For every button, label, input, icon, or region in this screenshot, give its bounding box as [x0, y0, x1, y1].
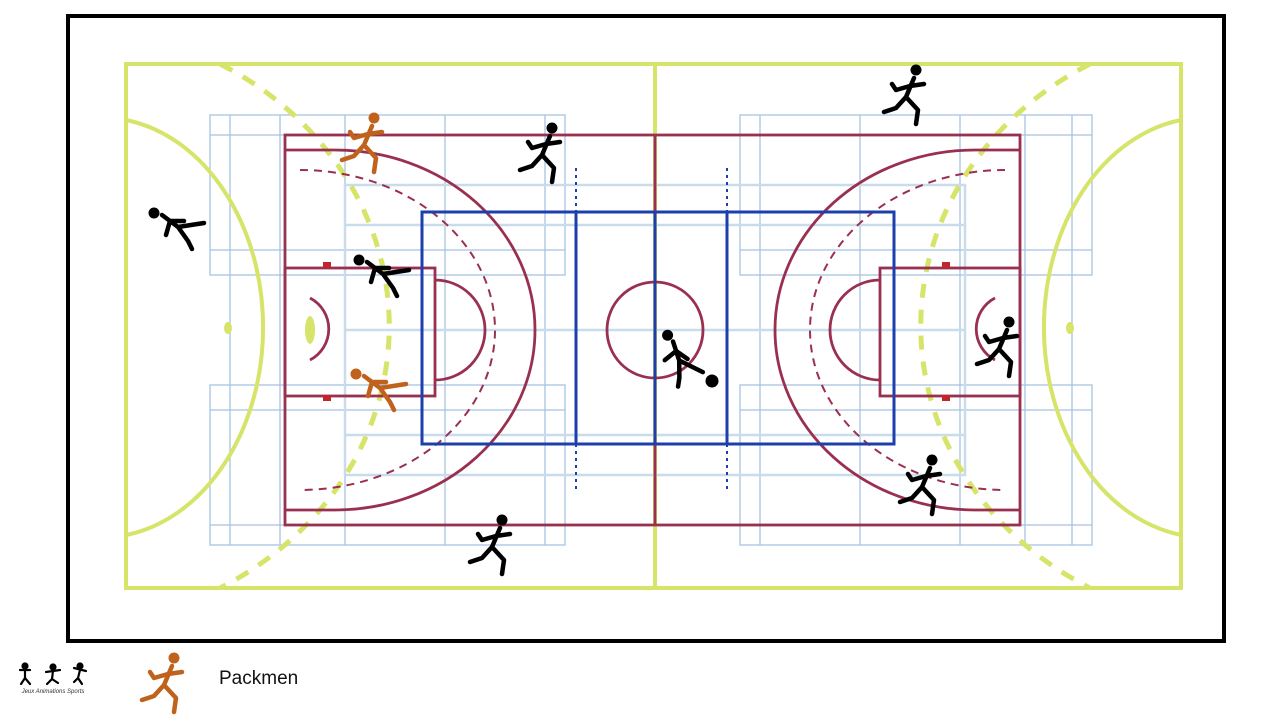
running-person-icon: [977, 317, 1017, 376]
navy-court-lines: [420, 168, 896, 490]
running-person-icon: [900, 455, 940, 514]
running-person-icon: [351, 369, 406, 410]
court-diagram: [124, 61, 1183, 591]
running-person-icon: [149, 208, 204, 249]
logo-text: Jeux Animations Sports: [21, 689, 85, 695]
legend-label: Packmen: [219, 668, 299, 689]
running-person-icon: [342, 113, 382, 172]
packman-legend-icon: [128, 644, 198, 716]
running-person-icon: [520, 123, 560, 182]
ball-icon: [705, 374, 719, 388]
court-frame: [66, 14, 1226, 643]
logo-figures-icon: [18, 662, 88, 686]
yellow-dots: [224, 316, 1074, 344]
logo: Jeux Animations Sports: [16, 662, 90, 702]
court-marks: [323, 262, 950, 401]
